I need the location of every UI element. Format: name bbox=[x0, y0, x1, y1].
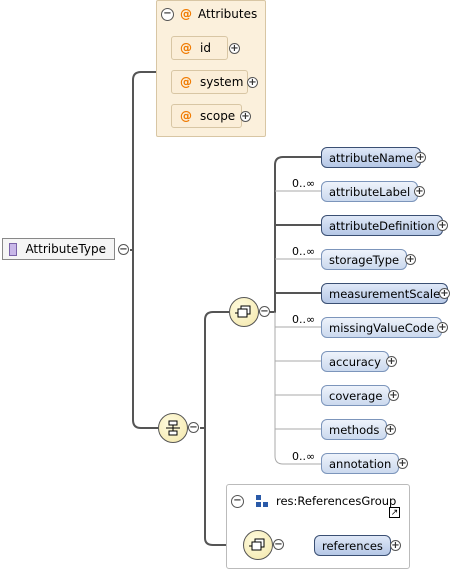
outer-sequence-collapse-toggle[interactable]: − bbox=[188, 421, 199, 433]
element-label: storageType bbox=[329, 252, 400, 267]
attributeLabel-expand-toggle[interactable]: + bbox=[414, 185, 425, 197]
attribute-label: system bbox=[200, 75, 244, 89]
element-attributeName[interactable]: attributeName bbox=[321, 147, 422, 168]
root-to-attributes-connector bbox=[130, 71, 157, 251]
element-label: references bbox=[322, 538, 383, 553]
attribute-label: scope bbox=[200, 109, 236, 123]
inner-sequence-compositor[interactable] bbox=[229, 297, 259, 327]
attributes-panel: − @ Attributes @ id + @ system + @ scope… bbox=[156, 0, 266, 137]
attributeLabel-occurrence: 0..∞ bbox=[292, 177, 316, 190]
open-reference-link-icon[interactable]: ↗ bbox=[389, 507, 400, 518]
root-element-label: AttributeType bbox=[25, 242, 106, 256]
storageType-occurrence: 0..∞ bbox=[292, 245, 316, 258]
attribute-scope-expand-toggle[interactable]: + bbox=[240, 110, 251, 122]
sequence-to-inner-connector bbox=[200, 311, 229, 429]
element-label: annotation bbox=[329, 456, 392, 471]
sequence-icon bbox=[235, 305, 251, 318]
attributes-header-label: Attributes bbox=[198, 7, 258, 21]
attribute-label: id bbox=[200, 41, 211, 55]
element-label: methods bbox=[329, 422, 380, 437]
element-measurementScale[interactable]: measurementScale bbox=[321, 283, 449, 304]
references-expand-toggle[interactable]: + bbox=[390, 539, 401, 551]
attribute-system-expand-toggle[interactable]: + bbox=[247, 76, 258, 88]
methods-expand-toggle[interactable]: + bbox=[385, 423, 396, 435]
annotation-occurrence: 0..∞ bbox=[292, 450, 316, 463]
attribute-id[interactable]: @ id bbox=[171, 36, 228, 60]
element-type-icon bbox=[9, 242, 18, 256]
sequence-icon bbox=[166, 420, 180, 436]
attribute-system[interactable]: @ system bbox=[171, 70, 248, 94]
element-coverage[interactable]: coverage bbox=[321, 385, 394, 409]
sequence-to-group-connector bbox=[204, 428, 243, 546]
element-missingValueCode[interactable]: missingValueCode bbox=[321, 317, 446, 341]
element-references[interactable]: references bbox=[314, 535, 391, 556]
accuracy-expand-toggle[interactable]: + bbox=[386, 355, 397, 367]
attributes-collapse-toggle[interactable]: − bbox=[161, 7, 174, 21]
element-attributeDefinition[interactable]: attributeDefinition bbox=[321, 215, 443, 236]
attribute-id-expand-toggle[interactable]: + bbox=[229, 42, 240, 54]
attribute-scope[interactable]: @ scope bbox=[171, 104, 242, 128]
missingValueCode-expand-toggle[interactable]: + bbox=[437, 321, 448, 333]
element-label: attributeDefinition bbox=[329, 218, 435, 233]
inner-optional-trunk bbox=[274, 312, 321, 465]
group-label: res:ReferencesGroup bbox=[276, 494, 397, 508]
element-accuracy[interactable]: accuracy bbox=[321, 351, 392, 375]
inner-trunk-top bbox=[270, 156, 321, 313]
element-storageType[interactable]: storageType bbox=[321, 249, 411, 273]
element-label: attributeName bbox=[329, 150, 414, 165]
outer-sequence-compositor[interactable] bbox=[158, 413, 188, 443]
element-attributeLabel[interactable]: attributeLabel bbox=[321, 181, 422, 205]
coverage-expand-toggle[interactable]: + bbox=[388, 389, 399, 401]
attributes-header: − @ Attributes bbox=[161, 7, 257, 21]
root-collapse-toggle[interactable]: − bbox=[118, 243, 129, 255]
group-collapse-toggle[interactable]: − bbox=[231, 494, 244, 508]
element-label: coverage bbox=[329, 388, 383, 403]
element-annotation[interactable]: annotation bbox=[321, 453, 403, 477]
sequence-icon bbox=[249, 538, 265, 551]
attributeDefinition-expand-toggle[interactable]: + bbox=[437, 219, 448, 231]
attributeName-expand-toggle[interactable]: + bbox=[415, 151, 426, 163]
attribute-at-icon: @ bbox=[180, 41, 192, 55]
attribute-at-icon: @ bbox=[180, 7, 192, 21]
group-sequence-compositor[interactable] bbox=[243, 530, 273, 560]
references-group-header: − res:ReferencesGroup bbox=[231, 494, 396, 508]
annotation-expand-toggle[interactable]: + bbox=[397, 457, 408, 469]
attribute-at-icon: @ bbox=[180, 109, 192, 123]
group-icon bbox=[256, 495, 268, 507]
element-label: measurementScale bbox=[329, 286, 441, 301]
element-methods[interactable]: methods bbox=[321, 419, 391, 443]
missingValueCode-occurrence: 0..∞ bbox=[292, 313, 316, 326]
element-label: attributeLabel bbox=[329, 184, 411, 199]
element-label: accuracy bbox=[329, 354, 381, 369]
root-element-attributetype[interactable]: AttributeType bbox=[2, 238, 115, 260]
inner-sequence-collapse-toggle[interactable]: − bbox=[259, 305, 270, 317]
group-sequence-collapse-toggle[interactable]: − bbox=[273, 538, 284, 550]
element-label: missingValueCode bbox=[329, 320, 435, 335]
measurementScale-expand-toggle[interactable]: + bbox=[439, 287, 450, 299]
storageType-expand-toggle[interactable]: + bbox=[405, 253, 416, 265]
root-to-sequence-connector bbox=[132, 250, 158, 429]
attribute-at-icon: @ bbox=[180, 75, 192, 89]
